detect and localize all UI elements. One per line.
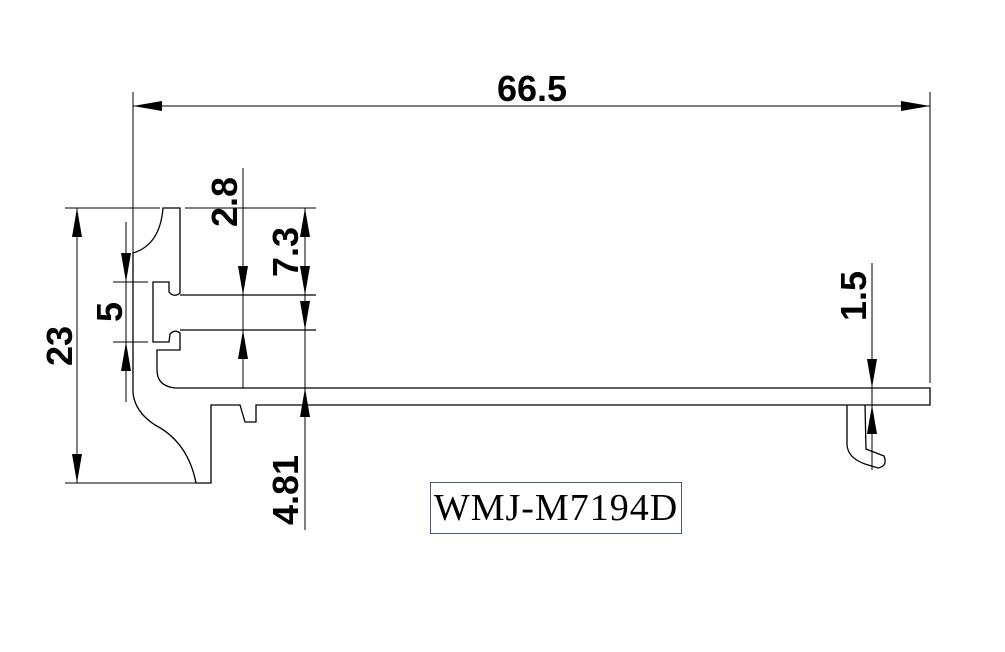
dimension-66-5: 66.5 [132, 68, 931, 383]
dimension-text: 23 [39, 326, 80, 366]
dimension-text: 1.5 [833, 271, 874, 321]
dimension-text: 5 [89, 302, 130, 322]
dimension-5: 5 [89, 222, 148, 402]
dimension-text: 2.8 [204, 177, 245, 227]
dimension-1-5: 1.5 [833, 263, 930, 470]
profile-outline [132, 207, 931, 484]
dimension-4-81: 4.81 [265, 388, 310, 525]
dimension-text: 4.81 [265, 455, 306, 525]
dimension-2-8: 2.8 [204, 168, 248, 388]
dimension-23: 23 [39, 207, 196, 484]
part-number-label: WMJ-M7194D [430, 482, 682, 534]
dimension-7-3: 7.3 [185, 207, 316, 530]
dimension-text: 66.5 [497, 68, 567, 109]
dimension-text: 7.3 [265, 227, 306, 277]
